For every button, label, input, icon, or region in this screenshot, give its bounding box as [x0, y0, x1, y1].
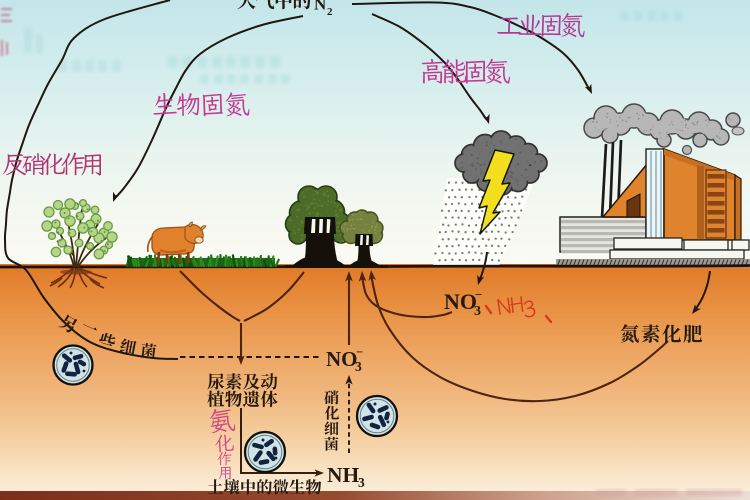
- svg-text:2: 2: [327, 6, 333, 18]
- svg-text:NO: NO: [326, 347, 358, 371]
- svg-text:−: −: [356, 345, 363, 359]
- svg-text:NO: NO: [444, 289, 477, 314]
- svg-text:NH: NH: [327, 463, 360, 487]
- svg-text:3: 3: [355, 359, 362, 374]
- svg-text:3: 3: [358, 475, 365, 490]
- svg-text:N: N: [314, 0, 327, 14]
- svg-text:−: −: [475, 287, 482, 302]
- svg-text:3: 3: [474, 304, 481, 319]
